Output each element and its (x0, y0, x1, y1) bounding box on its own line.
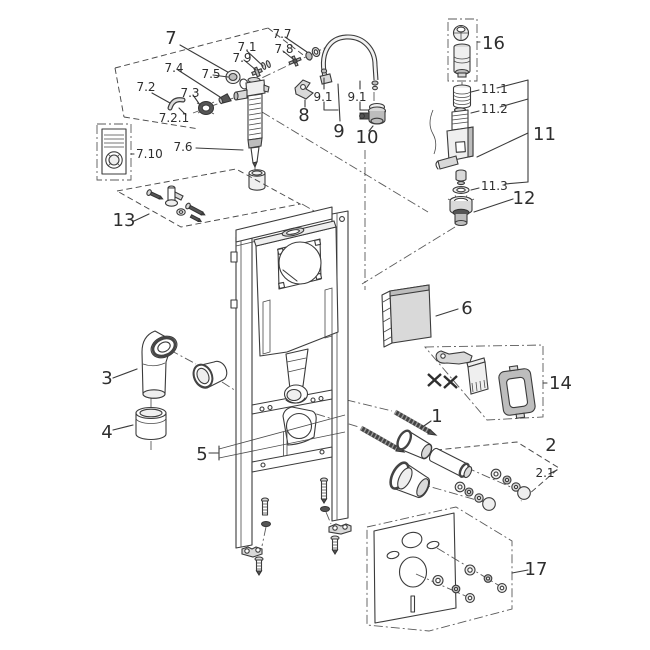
part-8-bracket (294, 79, 314, 108)
part-7-10-actuator-box (96, 123, 135, 181)
part-10-angle-valve (359, 102, 387, 132)
part-7-filling-valve-group (151, 36, 321, 191)
part-label-13: 13 (113, 210, 136, 231)
right-anchor-screw (319, 477, 332, 525)
fitting-7-7 (305, 46, 321, 61)
seal-7-5 (225, 69, 249, 90)
part-label-9: 9 (333, 121, 344, 142)
part-label-11-2: 11.2 (481, 102, 508, 116)
part-12-outlet-fitting (447, 195, 514, 227)
part-label-7-4: 7.4 (164, 61, 183, 75)
part-label-16: 16 (482, 33, 505, 54)
cone-7-4 (218, 93, 232, 105)
part-label-14: 14 (549, 373, 572, 394)
part-label-6: 6 (461, 298, 472, 319)
washers-and-caps (454, 468, 531, 511)
part-label-4: 4 (101, 422, 112, 443)
part-4-sleeve (112, 406, 167, 441)
part-label-7-9: 7.9 (232, 51, 251, 65)
part-label-7-6: 7.6 (173, 140, 192, 154)
part-9-flex-hose (319, 34, 379, 122)
part-label-17: 17 (525, 559, 548, 580)
part-17-sound-insulation-set (366, 506, 529, 632)
part-label-7: 7 (165, 28, 176, 49)
part-label-9-1a: 9.1 (313, 90, 332, 104)
part-label-9-1b: 9.1 (347, 90, 366, 104)
labels: 7 7.7 7.1 7.8 7.9 7.4 7.5 7.2 7.3 7.2.1 … (101, 27, 572, 580)
part-label-3: 3 (101, 368, 112, 389)
part-label-7-5: 7.5 (201, 67, 220, 81)
part-label-2-1: 2.1 (535, 466, 554, 480)
part-6-access-shaft (381, 284, 459, 348)
spacer-sleeve (396, 429, 433, 460)
part-label-2: 2 (545, 435, 556, 456)
part-label-12: 12 (513, 188, 536, 209)
left-foot (241, 546, 264, 576)
tube-7-2 (167, 97, 186, 111)
construction-lines (114, 27, 463, 452)
part-label-1: 1 (431, 406, 442, 427)
protection-container (466, 357, 489, 395)
ring-nut-7-3 (196, 101, 215, 115)
flush-bend-seal-cone (192, 360, 228, 389)
clamp-bracket (435, 350, 473, 365)
fitting-7-1 (261, 60, 271, 70)
part-16-pneumatic-button (447, 18, 481, 82)
part-label-11-1: 11.1 (481, 82, 508, 96)
part-label-11-3: 11.3 (481, 179, 508, 193)
part-14-mounting-set (424, 344, 548, 421)
gasket-frame (498, 365, 536, 419)
right-foot (328, 523, 352, 555)
part-3-flush-bend (112, 330, 178, 399)
part-label-7-7: 7.7 (272, 27, 291, 41)
spacer-pipe (429, 447, 473, 479)
part-1-threaded-rods (359, 409, 438, 453)
left-anchor-screw (260, 497, 271, 547)
part-5-installation-frame (208, 206, 352, 576)
part-label-5: 5 (196, 444, 207, 465)
part-label-7-8: 7.8 (274, 42, 293, 56)
part-label-11: 11 (533, 124, 556, 145)
fill-valve-7-6 (233, 76, 270, 169)
part-label-7-10: 7.10 (136, 147, 163, 161)
part-2-fixing-set (389, 429, 560, 511)
part-label-7-2: 7.2 (136, 80, 155, 94)
part-13-fixing-set (115, 168, 302, 228)
wall-bracket (164, 185, 184, 207)
fitting-7-8 (288, 55, 302, 67)
part-label-7-1: 7.1 (237, 40, 256, 54)
part-label-7-3: 7.3 (180, 86, 199, 100)
part-11-discharge-valve-group (429, 79, 529, 194)
part-label-8: 8 (298, 105, 309, 126)
part-label-7-2-1: 7.2.1 (159, 111, 190, 125)
flanged-sleeve (389, 461, 431, 499)
part-label-10: 10 (356, 127, 379, 148)
cup-7-6 (248, 169, 266, 191)
